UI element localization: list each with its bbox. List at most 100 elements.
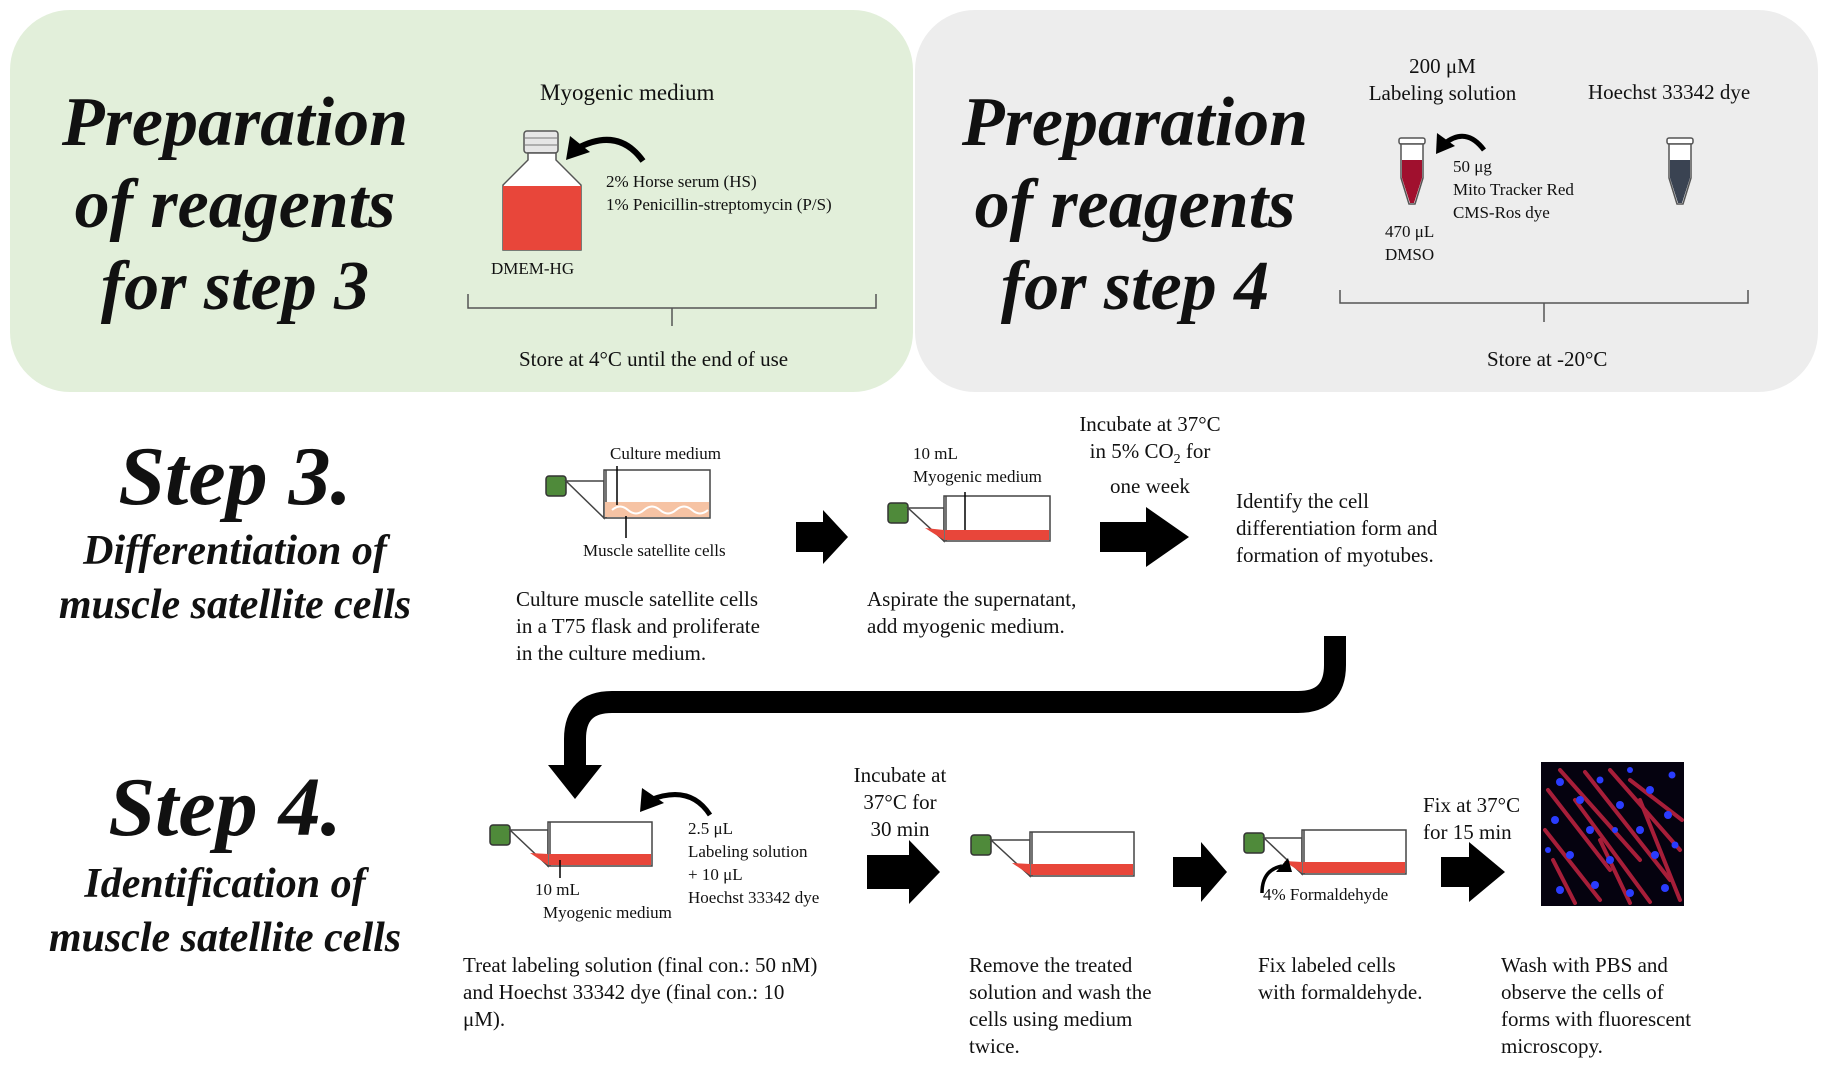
add-arrow-icon xyxy=(574,136,646,163)
step3-identify: Identify the cell differentiation form a… xyxy=(1236,488,1437,569)
step4-desc1-line2: and Hoechst 33342 dye (final con.: 10 xyxy=(463,980,785,1004)
step4-desc2: Remove the treated solution and wash the… xyxy=(969,952,1152,1060)
prep4-dye-label: 50 μg Mito Tracker Red CMS-Ros dye xyxy=(1453,155,1574,224)
step4-desc4: Wash with PBS and observe the cells of f… xyxy=(1501,952,1691,1060)
step3-desc2: Aspirate the supernatant, add myogenic m… xyxy=(867,586,1076,640)
prep3-additive-1: 2% Horse serum (HS) xyxy=(606,172,757,191)
step3-flask2-label: 10 mL Myogenic medium xyxy=(913,442,1042,488)
prep4-hoechst-title: Hoechst 33342 dye xyxy=(1588,80,1751,104)
step4-subtitle-line2: muscle satellite cells xyxy=(48,915,402,961)
step3-incubate-sub: 2 xyxy=(1173,452,1181,468)
prep4-dye-line1: 50 μg xyxy=(1453,157,1492,176)
prep4-title-line1: Preparation xyxy=(961,84,1309,161)
prep3-title-line3: for step 3 xyxy=(100,248,370,325)
step4-fix-line2: for 15 min xyxy=(1423,820,1512,844)
step4-desc4-line1: Wash with PBS and xyxy=(1501,953,1668,977)
bracket-prep4 xyxy=(1339,290,1749,304)
step3-incubate: Incubate at 37°C in 5% CO2 for one week xyxy=(1060,411,1240,500)
step3-identify-line2: differentiation form and xyxy=(1236,516,1438,540)
step3-incubate-line2a: in 5% CO xyxy=(1089,439,1174,463)
step3-arrow-2 xyxy=(1100,507,1189,567)
step3-incubate-line2b: for xyxy=(1180,439,1211,463)
step3-desc1: Culture muscle satellite cells in a T75 … xyxy=(516,586,760,667)
step4-desc1-line3: μM). xyxy=(463,1007,506,1031)
step3-incubate-line2: in 5% CO2 for xyxy=(1060,438,1240,473)
step3-desc2-line1: Aspirate the supernatant, xyxy=(867,587,1077,611)
step4-desc3-line2: with formaldehyde. xyxy=(1258,980,1423,1004)
step4-add-line2: Labeling solution xyxy=(688,842,808,861)
prep4-dye-line2: Mito Tracker Red xyxy=(1453,180,1574,199)
step4-flask-label: 10 mL Myogenic medium xyxy=(535,878,672,924)
flask-fix-icon xyxy=(1243,829,1407,876)
step3-incubate-line1: Incubate at 37°C xyxy=(1079,412,1221,436)
step4-arrow-2 xyxy=(1173,842,1227,902)
prep4-storage: Store at -20°C xyxy=(1487,347,1608,371)
flask-wash-icon xyxy=(970,831,1135,878)
step3-flask2-line1: 10 mL xyxy=(913,444,958,463)
step4-incubate-line1: Incubate at xyxy=(853,763,947,787)
step4-flask-line2: Myogenic medium xyxy=(543,903,672,922)
prep3-additive-2: 1% Penicillin-streptomycin (P/S) xyxy=(606,195,832,214)
prep4-dye-line3: CMS-Ros dye xyxy=(1453,203,1550,222)
prep4-dmso-label: 470 μL DMSO xyxy=(1385,220,1434,266)
step4-desc3-line1: Fix labeled cells xyxy=(1258,953,1396,977)
prep3-panel xyxy=(10,10,913,392)
flask-culture-icon xyxy=(545,469,711,520)
medium-bottle-icon xyxy=(502,130,582,251)
step4-incubate-line2: 37°C for xyxy=(863,790,937,814)
flask-myogenic-icon xyxy=(887,495,1051,543)
step4-desc4-line3: forms with fluorescent xyxy=(1501,1007,1692,1031)
step3-title: Step 3. xyxy=(118,430,352,523)
step4-desc4-line4: microscopy. xyxy=(1501,1034,1603,1058)
bracket-prep3 xyxy=(467,294,877,309)
prep4-title-line3: for step 4 xyxy=(1000,248,1270,325)
step3-arrow-1 xyxy=(796,510,848,564)
prep4-labeling-line2: Labeling solution xyxy=(1368,81,1517,105)
step4-desc2-line2: solution and wash the xyxy=(969,980,1152,1004)
step4-add-line1: 2.5 μL xyxy=(688,819,733,838)
prep4-title-line2: of reagents xyxy=(974,166,1296,243)
step4-flask-line1: 10 mL xyxy=(535,880,580,899)
step3-desc2-line2: add myogenic medium. xyxy=(867,614,1065,638)
step4-add-line3: + 10 μL xyxy=(688,865,743,884)
step4-desc2-line3: cells using medium xyxy=(969,1007,1133,1031)
prep4-labeling-line1: 200 μM xyxy=(1409,54,1476,78)
prep4-labeling-title: 200 μM Labeling solution xyxy=(1340,53,1545,107)
step3-desc1-line2: in a T75 flask and proliferate xyxy=(516,614,760,638)
formaldehyde-arrow-icon xyxy=(1260,864,1283,894)
step4-arrow-3 xyxy=(1441,842,1505,902)
step4-arrow-1 xyxy=(867,840,940,904)
step3-subtitle-line1: Differentiation of xyxy=(83,528,387,574)
step3-subtitle: Differentiation of muscle satellite cell… xyxy=(20,524,450,632)
step4-desc2-line4: twice. xyxy=(969,1034,1020,1058)
prep4-dmso-line1: 470 μL xyxy=(1385,222,1435,241)
step4-formaldehyde-label: 4% Formaldehyde xyxy=(1263,885,1389,904)
step4-fix-line1: Fix at 37°C xyxy=(1423,793,1521,817)
prep3-title: Preparation of reagents for step 3 xyxy=(40,82,430,328)
step3-subtitle-line2: muscle satellite cells xyxy=(58,582,412,628)
step3-identify-line1: Identify the cell xyxy=(1236,489,1369,513)
step3-desc1-line3: in the culture medium. xyxy=(516,641,707,665)
prep3-medium-title: Myogenic medium xyxy=(540,80,715,105)
step4-add-label: 2.5 μL Labeling solution + 10 μL Hoechst… xyxy=(688,817,819,909)
add-labeling-arrow-icon xyxy=(649,792,713,817)
hoechst-tube-icon xyxy=(1666,137,1694,205)
step4-subtitle-line1: Identification of xyxy=(84,861,366,907)
step3-incubate-line3: one week xyxy=(1110,474,1190,499)
labeling-tube-icon xyxy=(1398,137,1426,205)
prep4-dmso-line2: DMSO xyxy=(1385,245,1435,264)
step3-flask1-bottom-label: Muscle satellite cells xyxy=(583,541,726,560)
step4-title: Step 4. xyxy=(108,761,342,854)
step4-desc3: Fix labeled cells with formaldehyde. xyxy=(1258,952,1422,1006)
prep3-storage: Store at 4°C until the end of use xyxy=(519,347,789,371)
step4-desc1-line1: Treat labeling solution (final con.: 50 … xyxy=(463,953,818,977)
step4-fix: Fix at 37°C for 15 min xyxy=(1423,792,1520,846)
step3-flask1-top-label: Culture medium xyxy=(610,444,721,463)
step4-incubate-line3: 30 min xyxy=(870,817,930,841)
step4-add-line4: Hoechst 33342 dye xyxy=(688,888,820,907)
step3-identify-line3: formation of myotubes. xyxy=(1236,543,1434,567)
connector-arrow xyxy=(564,636,1346,770)
step4-subtitle: Identification of muscle satellite cells xyxy=(10,857,440,965)
prep4-title: Preparation of reagents for step 4 xyxy=(940,82,1330,328)
